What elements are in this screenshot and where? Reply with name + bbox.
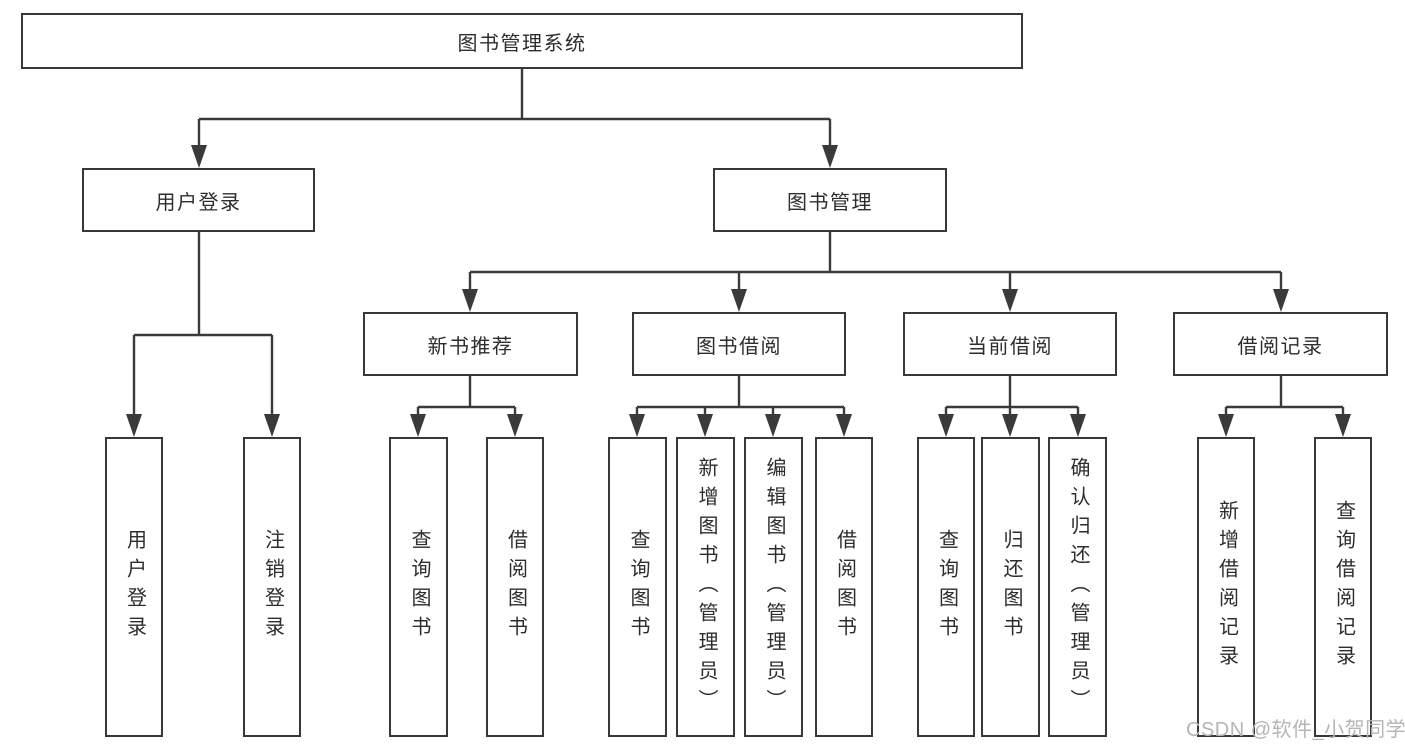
node-label: 查询借阅记录 — [1332, 500, 1355, 674]
leaf-query-books-borrowing: 查询图书 — [608, 437, 667, 737]
node-label: 注销登录 — [261, 529, 284, 645]
connector-book-management-children — [462, 232, 1289, 312]
connector-line — [944, 376, 1080, 417]
node-label: 借阅记录 — [1237, 335, 1324, 358]
node-label: 编辑图书（管理员） — [763, 456, 785, 718]
node-label: 当前借阅 — [967, 335, 1053, 358]
leaf-add-book-admin: 新增图书（管理员） — [676, 437, 735, 737]
node-label: 用户登录 — [155, 191, 242, 214]
node-label: 查询图书 — [935, 529, 958, 645]
node-label: 查询图书 — [408, 529, 430, 645]
connector-new-book-recommend-children — [410, 376, 523, 437]
leaf-borrow-books-borrowing: 借阅图书 — [815, 437, 873, 737]
node-label: 新增借阅记录 — [1215, 500, 1238, 674]
node-new-book-recommend: 新书推荐 — [363, 312, 578, 376]
node-user-login: 用户登录 — [82, 168, 315, 232]
leaf-borrow-books-recommend: 借阅图书 — [486, 437, 544, 737]
node-label: 用户登录 — [123, 529, 146, 645]
arrowhead-icon — [191, 145, 838, 168]
node-label: 确认归还（管理员） — [1067, 456, 1089, 718]
leaf-return-books: 归还图书 — [981, 437, 1040, 737]
node-root: 图书管理系统 — [21, 13, 1023, 69]
arrowhead-icon — [410, 414, 523, 437]
node-book-borrowing: 图书借阅 — [632, 312, 846, 376]
connector-root-to-level2 — [191, 69, 838, 168]
node-label: 新书推荐 — [427, 335, 514, 358]
arrowhead-icon — [462, 289, 1289, 312]
node-label: 图书管理 — [787, 191, 873, 214]
leaf-user-login: 用户登录 — [105, 437, 163, 737]
arrowhead-icon — [1218, 414, 1351, 437]
node-label: 查询图书 — [627, 529, 649, 645]
connector-line — [132, 232, 274, 417]
node-book-management: 图书管理 — [713, 168, 947, 232]
leaf-query-books-recommend: 查询图书 — [389, 437, 448, 737]
leaf-edit-book-admin: 编辑图书（管理员） — [744, 437, 803, 737]
connector-user-login-children — [126, 232, 280, 437]
connector-line — [197, 69, 832, 148]
node-label: 图书管理系统 — [457, 32, 587, 55]
node-label: 借阅图书 — [833, 529, 856, 645]
leaf-query-borrow-record: 查询借阅记录 — [1314, 437, 1372, 737]
node-label: 借阅图书 — [504, 529, 527, 645]
connector-line — [1224, 376, 1345, 417]
leaf-logout: 注销登录 — [243, 437, 301, 737]
node-label: 新增图书（管理员） — [695, 456, 717, 718]
node-current-borrowing: 当前借阅 — [903, 312, 1117, 376]
connector-line — [416, 376, 517, 417]
arrowhead-icon — [629, 414, 852, 437]
connector-borrowing-records-children — [1218, 376, 1351, 437]
connector-current-borrowing-children — [938, 376, 1086, 437]
connector-line — [635, 376, 846, 417]
node-label: 归还图书 — [1000, 529, 1022, 645]
leaf-query-books-current: 查询图书 — [917, 437, 975, 737]
leaf-confirm-return-admin: 确认归还（管理员） — [1048, 437, 1107, 737]
csdn-watermark: CSDN @软件_小贺同学 — [1186, 719, 1405, 741]
arrowhead-icon — [126, 414, 280, 437]
arrowhead-icon — [938, 414, 1086, 437]
connector-book-borrowing-children — [629, 376, 852, 437]
node-borrowing-records: 借阅记录 — [1173, 312, 1388, 376]
connector-line — [468, 232, 1283, 292]
leaf-add-borrow-record: 新增借阅记录 — [1197, 437, 1255, 737]
node-label: 图书借阅 — [696, 335, 782, 358]
